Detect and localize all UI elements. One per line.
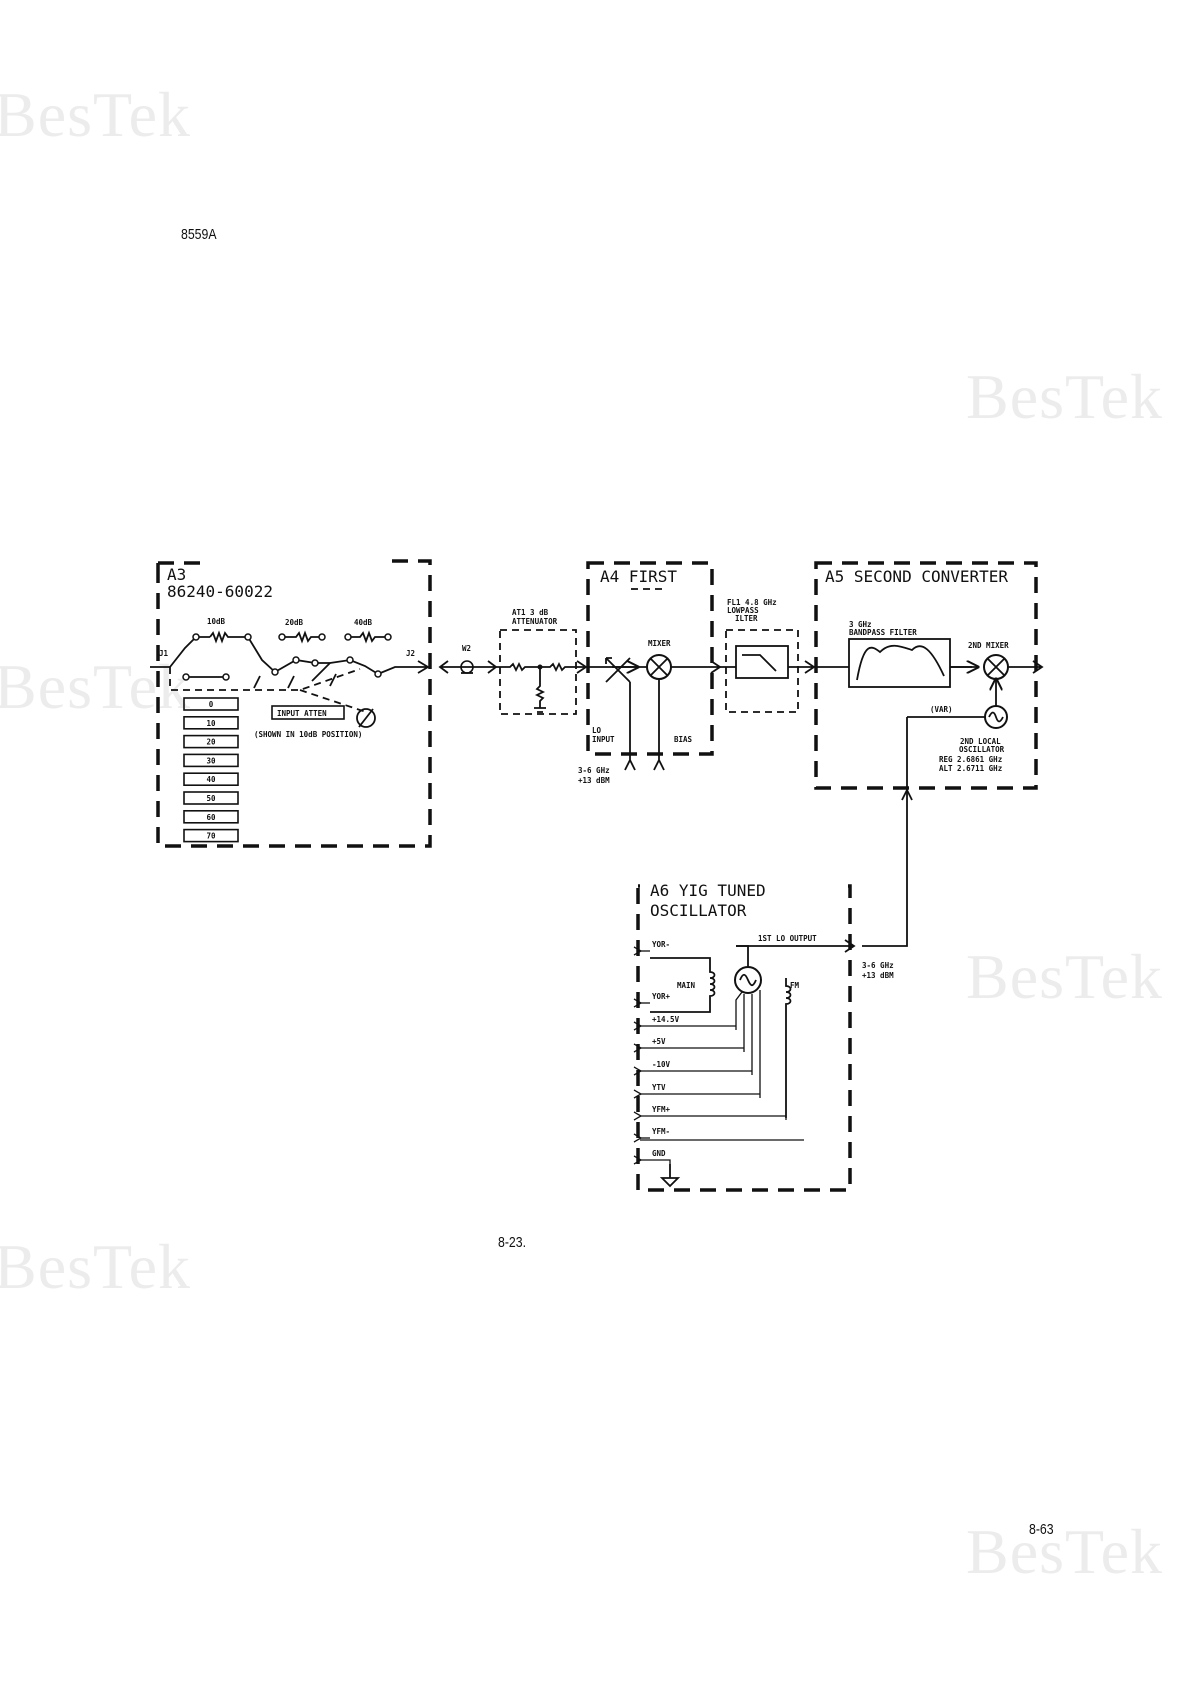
j1-label: J1 (159, 649, 169, 658)
a6-title: OSCILLATOR (650, 901, 747, 920)
bandpass-filter-icon (848, 638, 951, 688)
a5-second-converter-block: A5 SECOND CONVERTER 3 GHz BANDPASS FILTE… (814, 561, 1044, 790)
a3-attenuator-block: A3 86240-60022 J1 J2 10dB 20dB 40dB (150, 559, 432, 848)
second-lo-label-1: 2ND LOCAL (960, 737, 1001, 746)
pin-label: YOR+ (652, 992, 671, 1001)
input-atten-label: INPUT ATTEN (277, 709, 327, 718)
at1-label-1: AT1 3 dB (512, 608, 549, 617)
atten-step-20 (183, 734, 239, 749)
atten-step-label: 30 (206, 756, 216, 765)
atten-step-60 (183, 809, 239, 824)
main-coil-label: MAIN (677, 981, 696, 990)
atten-step-label: 60 (206, 813, 216, 822)
pin-label: +14.5V (652, 1015, 680, 1024)
pin-label: YFM+ (652, 1105, 671, 1114)
lowpass-filter-icon (735, 645, 789, 679)
watermark: BesTek (0, 79, 192, 150)
switch-contacts (182, 633, 392, 681)
pad-20db-label: 20dB (285, 618, 304, 627)
a4-lo-level: +13 dBM (578, 776, 610, 785)
a4-first-mixer-block: A4 FIRST MIXER LO INPUT BIAS 3-6 GHz +13… (576, 561, 722, 785)
model-number: 8559A (181, 226, 217, 243)
bpf-label-2: BANDPASS FILTER (849, 628, 917, 637)
a4-mixer-label: MIXER (648, 639, 671, 648)
pin-label: GND (652, 1149, 666, 1158)
pad-40db-label: 40dB (354, 618, 373, 627)
yto-out-level: +13 dBM (862, 971, 894, 980)
lo-input-label-1: LO (592, 726, 602, 735)
atten-knob-icon[interactable] (356, 708, 376, 728)
atten-step-label: 50 (206, 794, 216, 803)
a3-title: A3 (167, 565, 186, 584)
fl1-label-2: LOWPASS (727, 606, 759, 615)
yto-out-freq: 3-6 GHz (862, 961, 894, 970)
atten-step-ladder: 0 10 20 30 40 50 60 70 (183, 697, 239, 843)
a6-title-partial: A6 YIG TUNED (650, 881, 766, 900)
pin-connector (633, 1111, 643, 1121)
alt-frequency: ALT 2.6711 GHz (939, 764, 1002, 773)
atten-step-label: 0 (209, 700, 214, 709)
watermark: BesTek (0, 1231, 192, 1302)
reg-frequency: REG 2.6861 GHz (939, 755, 1002, 764)
pad-10db-label: 10dB (207, 617, 226, 626)
input-atten-label-box (271, 705, 345, 720)
pin-label: YTV (652, 1083, 666, 1092)
atten-step-label: 20 (206, 738, 216, 747)
fm-coil-label: FM (790, 981, 800, 990)
lo-input-label-2: INPUT (592, 735, 615, 744)
watermark: BesTek (966, 361, 1164, 432)
atten-step-30 (183, 753, 239, 768)
w2-cable: W2 (438, 644, 498, 674)
second-lo-label-2: OSCILLATOR (959, 745, 1005, 754)
atten-step-50 (183, 791, 239, 805)
pin-trace (641, 1159, 671, 1164)
pin-label: +5V (652, 1037, 666, 1046)
watermark: BesTek (966, 1516, 1164, 1587)
fl1-label-1: FL1 4.8 GHz (727, 598, 777, 607)
var-label: (VAR) (930, 705, 953, 714)
page-number: 8-63 (1029, 1521, 1054, 1538)
fl1-lowpass-filter-block: FL1 4.8 GHz LOWPASS ILTER (720, 598, 816, 713)
yto-pin-list: YOR- YOR+ +14.5V +5V -10V YTV YFM+ YFM- GND (633, 940, 786, 1165)
pin-label: YFM- (652, 1127, 670, 1136)
figure-number: 8-23. (498, 1234, 527, 1251)
bias-label: BIAS (674, 735, 693, 744)
atten-step-label: 40 (206, 775, 216, 784)
w2-label: W2 (462, 644, 471, 653)
mechanical-linkage (169, 667, 367, 713)
lo-output-label: 1ST LO OUTPUT (758, 934, 817, 943)
at1-label-2: ATTENUATOR (512, 617, 558, 626)
lo-feed-line (862, 790, 908, 947)
a4-title: A4 FIRST (600, 567, 677, 586)
pin-label: -10V (652, 1060, 671, 1069)
atten-position-note: (SHOWN IN 10dB POSITION) (254, 730, 362, 739)
atten-step-40 (183, 772, 239, 787)
atten-step-70 (183, 828, 239, 843)
at1-attenuator-block: AT1 3 dB ATTENUATOR (496, 608, 586, 715)
pin-label: YOR- (652, 940, 670, 949)
switch-path (169, 630, 400, 682)
atten-step-label: 10 (206, 719, 216, 728)
a6-yto-block: A6 YIG TUNED OSCILLATOR 1ST LO OUTPUT 3-… (633, 878, 894, 1192)
j2-connector (400, 660, 430, 674)
fl1-label-3: ILTER (735, 614, 758, 623)
watermark: BesTek (966, 941, 1164, 1012)
atten-step-10 (183, 715, 239, 730)
a4-lo-freq: 3-6 GHz (578, 766, 610, 775)
j2-label: J2 (406, 649, 415, 658)
second-mixer-label: 2ND MIXER (968, 641, 1009, 650)
bpf-label-1: 3 GHz (849, 620, 872, 629)
a3-part-number: 86240-60022 (167, 582, 273, 601)
atten-step-0 (183, 697, 239, 711)
atten-step-label: 70 (206, 832, 216, 841)
a5-title: A5 SECOND CONVERTER (825, 567, 1008, 586)
